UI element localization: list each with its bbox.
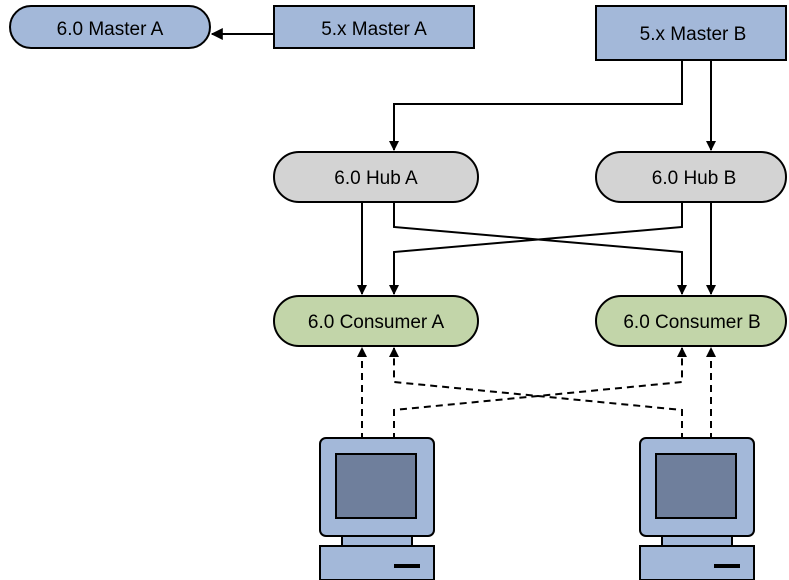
dashed-left-client-to-consumer-b <box>393 347 687 440</box>
node-label: 5.x Master B <box>640 24 747 45</box>
computer-icon-right <box>639 437 755 580</box>
dashed-right-client-to-consumer-a <box>389 347 683 440</box>
node-shape <box>595 295 787 347</box>
node-label: 6.0 Master A <box>57 19 164 40</box>
dashed-connectors <box>357 347 716 440</box>
node-hub-a: 6.0 Hub A <box>273 151 479 203</box>
solid-connectors <box>210 28 716 295</box>
node-label: 6.0 Consumer A <box>308 312 445 333</box>
node-consumer-b: 6.0 Consumer B <box>595 295 787 347</box>
node-master-a-60: 6.0 Master A <box>9 5 211 49</box>
node-shape <box>273 5 475 49</box>
arrow-hub-b-to-consumer-a <box>389 202 683 295</box>
node-label: 6.0 Consumer B <box>623 312 760 333</box>
computer-icon-left <box>319 437 435 580</box>
node-shape <box>273 295 479 347</box>
node-label: 6.0 Hub A <box>334 168 418 189</box>
node-label: 5.x Master A <box>321 19 427 40</box>
node-consumer-a: 6.0 Consumer A <box>273 295 479 347</box>
node-label: 6.0 Hub B <box>652 168 737 189</box>
node-hub-b: 6.0 Hub B <box>595 151 787 203</box>
node-master-b-5x: 5.x Master B <box>595 5 787 61</box>
node-shape <box>9 5 211 49</box>
arrow-master-b-to-hub-a <box>389 60 683 151</box>
node-shape <box>273 151 479 203</box>
node-shape <box>595 5 787 61</box>
node-shape <box>595 151 787 203</box>
node-master-a-5x: 5.x Master A <box>273 5 475 49</box>
